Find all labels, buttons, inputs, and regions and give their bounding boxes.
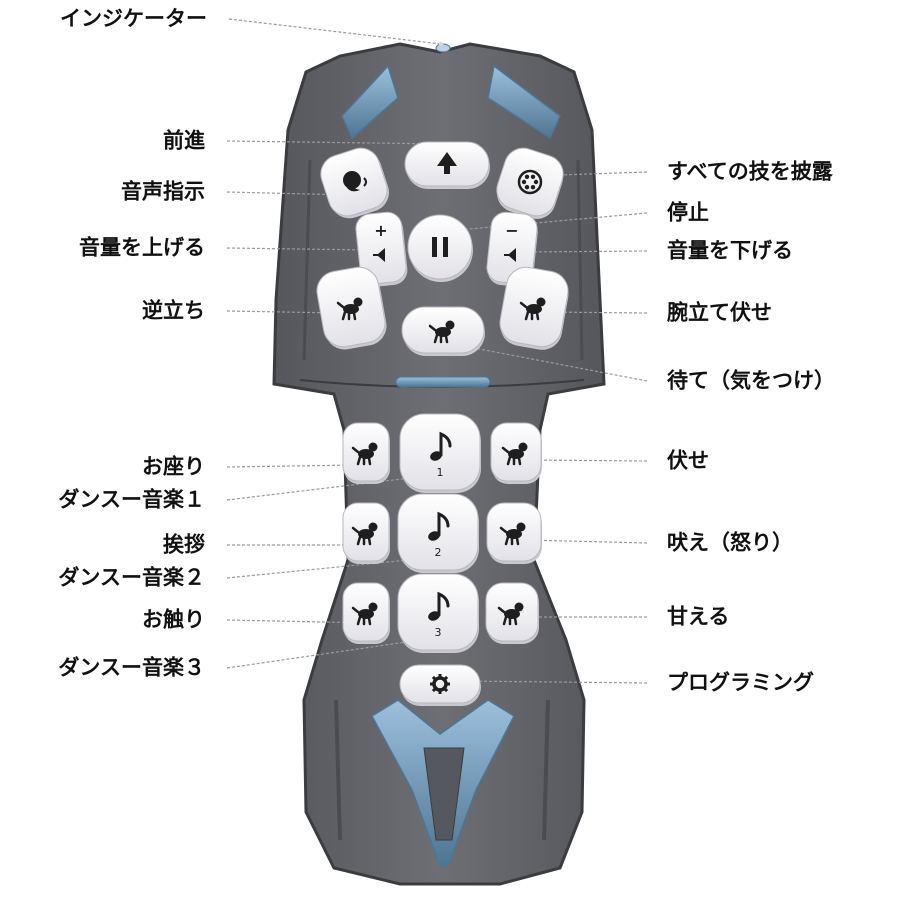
- leader-stop: [457, 212, 648, 231]
- handstand-button[interactable]: [314, 264, 390, 352]
- stay-button[interactable]: [401, 306, 485, 356]
- touch-button[interactable]: [342, 582, 390, 644]
- dog-handstand-icon: [336, 297, 363, 321]
- dog-pushup-icon: [519, 297, 546, 321]
- label-stop: 停止: [667, 200, 709, 225]
- show-all-tricks-button[interactable]: [492, 143, 568, 224]
- voice-command-button[interactable]: [316, 143, 394, 223]
- leader-bark-angry: [524, 539, 648, 544]
- speaker-plus-icon: +: [373, 221, 388, 262]
- label-handstand: 逆立ち: [142, 298, 205, 323]
- label-forward: 前進: [163, 128, 205, 153]
- dance-music-3-button[interactable]: 3: [397, 573, 479, 653]
- indicator-led: [435, 43, 451, 53]
- voice-head-icon: [343, 171, 367, 192]
- dog-sit-icon: [351, 442, 378, 466]
- greeting-button[interactable]: [342, 502, 390, 564]
- leader-dance-music-2: [226, 557, 429, 579]
- label-indicator: インジケーター: [60, 6, 207, 31]
- plus-sign: +: [374, 221, 387, 240]
- label-volume-up: 音量を上げる: [79, 235, 205, 260]
- label-dance-music-3: ダンスー音楽３: [58, 655, 205, 680]
- leader-volume-up: [226, 247, 371, 251]
- dog-bark-icon: [499, 522, 526, 546]
- leader-indicator: [228, 18, 442, 45]
- label-voice-command: 音声指示: [121, 179, 205, 204]
- dog-touch-icon: [351, 602, 378, 626]
- programming-button[interactable]: [399, 664, 481, 706]
- music-number: 2: [435, 546, 442, 559]
- dog-cuddle-icon: [497, 602, 524, 626]
- lie-down-button[interactable]: [490, 422, 542, 484]
- leader-volume-down: [520, 250, 648, 253]
- label-greeting: 挨拶: [163, 532, 205, 557]
- label-stay-attention: 待て（気をつけ）: [667, 368, 835, 393]
- show-all-tricks-button-cap: [496, 147, 564, 217]
- dog-stand-icon: [428, 320, 455, 344]
- label-sit: お座り: [142, 454, 205, 479]
- leader-sit: [226, 464, 359, 468]
- music-note-icon: [430, 431, 452, 461]
- forward-button[interactable]: [404, 141, 490, 189]
- pause-icon: [432, 237, 448, 257]
- label-volume-down: 音量を下げる: [667, 238, 793, 263]
- bottom-inner-slot: [423, 747, 465, 841]
- leader-handstand: [226, 310, 341, 314]
- music-number: 3: [435, 626, 442, 639]
- leader-dance-music-3: [226, 639, 421, 669]
- cuddle-button[interactable]: [485, 582, 539, 644]
- remote-buttons: + − 1 2 3: [314, 141, 572, 706]
- label-touch: お触り: [142, 607, 205, 632]
- gear-icon: [430, 674, 450, 694]
- push-up-button[interactable]: [497, 264, 572, 353]
- label-dance-music-2: ダンスー音楽２: [58, 565, 205, 590]
- label-cuddle: 甘える: [667, 604, 730, 629]
- groove-left-lower: [334, 699, 342, 841]
- programming-button-cap: [399, 664, 481, 704]
- leader-programming: [461, 680, 648, 684]
- film-reel-icon: [517, 169, 543, 195]
- leader-dance-music-1: [226, 477, 411, 501]
- up-arrow-icon: [437, 152, 457, 174]
- leader-dot-indicator: [438, 41, 444, 47]
- label-bark-angry: 吠え（怒り）: [667, 530, 793, 555]
- volume-up-button-cap: [355, 211, 407, 285]
- stop-button-cap: [407, 214, 473, 280]
- leader-forward: [226, 140, 445, 145]
- music-number: 1: [437, 466, 444, 479]
- top-accent-right: [487, 64, 561, 140]
- leader-lie-down: [527, 459, 648, 462]
- speaker-minus-icon: −: [504, 221, 519, 262]
- dance-music-2-button[interactable]: 2: [397, 493, 479, 573]
- volume-up-button[interactable]: +: [354, 211, 408, 288]
- dog-greet-icon: [351, 522, 378, 546]
- label-show-all-tricks: すべての技を披露: [667, 159, 833, 184]
- groove-right-upper: [576, 159, 584, 361]
- music-note-icon: [428, 511, 450, 541]
- groove-right-lower: [542, 699, 550, 841]
- stop-button[interactable]: [407, 214, 473, 282]
- label-programming: プログラミング: [667, 670, 814, 695]
- dog-lie-icon: [501, 442, 528, 466]
- bark-button[interactable]: [486, 502, 542, 564]
- music-note-icon: [428, 591, 450, 621]
- sit-button[interactable]: [342, 422, 390, 484]
- top-accent-left: [341, 64, 399, 140]
- groove-left-upper: [302, 159, 312, 361]
- minus-sign: −: [505, 221, 518, 240]
- middle-accent-strip: [395, 376, 491, 388]
- leader-lines: [226, 18, 648, 684]
- leader-stay-attention: [452, 343, 648, 382]
- label-dance-music-1: ダンスー音楽１: [58, 487, 205, 512]
- dance-music-1-button[interactable]: 1: [399, 413, 481, 493]
- label-lie-down: 伏せ: [667, 448, 709, 473]
- label-push-up: 腕立て伏せ: [667, 300, 772, 325]
